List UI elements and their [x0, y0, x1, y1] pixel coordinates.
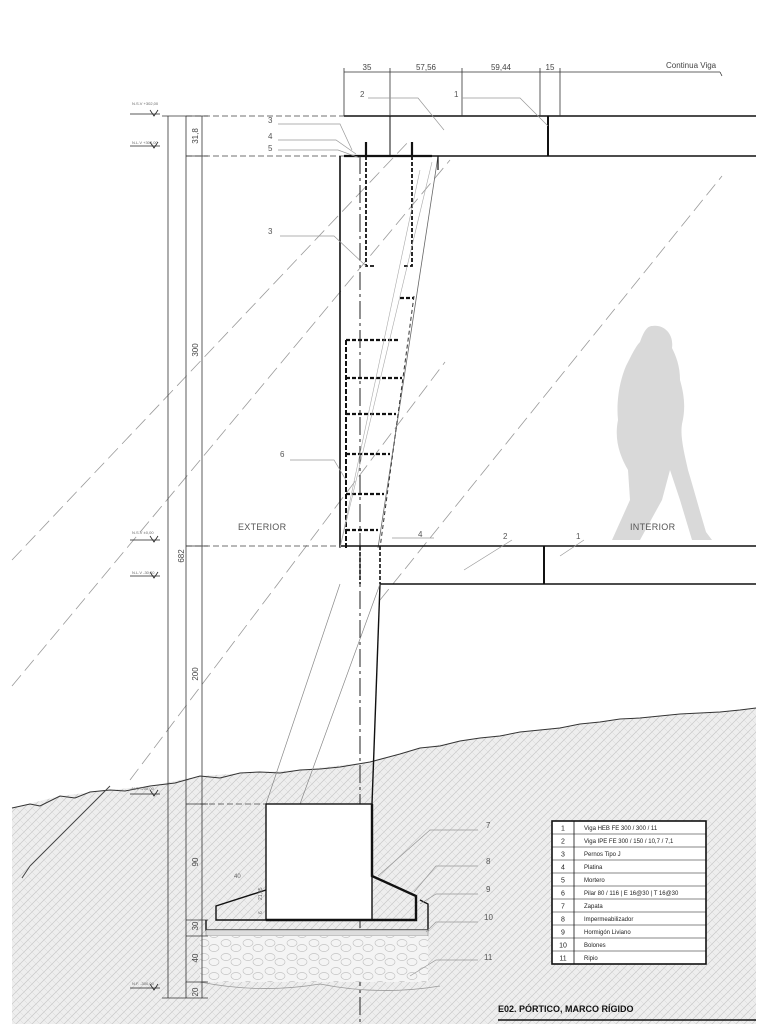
vdim-200: 200 — [191, 667, 200, 681]
upper-beam — [344, 115, 756, 157]
legend-item-number: 8 — [561, 917, 565, 924]
legend-item-number: 1 — [561, 826, 565, 833]
callout-mid-4: 4 — [418, 530, 423, 539]
legend-item-text: Viga HEB FE 300 / 300 / 11 — [584, 826, 658, 832]
callout-pilar-6: 6 — [280, 450, 285, 459]
callout-top-1: 1 — [454, 90, 459, 99]
person-silhouette — [612, 325, 712, 540]
level-markers — [130, 109, 160, 991]
level-nf: N.F. -300,00 — [132, 981, 155, 986]
legend-item-text: Ripio — [584, 956, 598, 962]
drawing-title: E02. PÓRTICO, MARCO RÍGIDO — [498, 1003, 634, 1014]
callout-bolts-3: 3 — [268, 227, 273, 236]
callout-7: 7 — [486, 821, 491, 830]
dim-15: 15 — [546, 63, 555, 72]
lower-beam — [340, 545, 756, 585]
legend-item-number: 5 — [561, 878, 565, 885]
vdim-20: 20 — [191, 987, 200, 996]
legend-item-text: Mortero — [584, 878, 605, 884]
level-nsv-mid: N.S.V ±0,00 — [132, 530, 154, 535]
footing-dim-21-95: 21,95 — [258, 887, 264, 900]
dim-35: 35 — [363, 63, 372, 72]
top-dimension-chain — [343, 68, 723, 116]
zone-interior: INTERIOR — [630, 522, 676, 532]
legend-item-text: Hormigón Liviano — [584, 930, 631, 936]
callout-8: 8 — [486, 857, 491, 866]
callout-left-3: 3 — [268, 116, 273, 125]
legend-item-number: 4 — [561, 865, 565, 872]
callout-left-4: 4 — [268, 132, 273, 141]
legend-item-text: Platina — [584, 865, 603, 871]
vdim-40: 40 — [191, 953, 200, 962]
vdim-31-8: 31,8 — [191, 128, 200, 144]
legend-item-number: 9 — [561, 930, 565, 937]
legend-item-text: Impermeabilizador — [584, 917, 633, 923]
dim-57-56: 57,56 — [416, 63, 437, 72]
level-nlv-top: N.L.V +302,00 — [132, 140, 158, 145]
legend-item-text: Pernos Tipo J — [584, 852, 621, 858]
continua-viga-label: Continua Viga — [666, 61, 717, 70]
diagonal-guides — [11, 139, 723, 781]
legend-item-number: 10 — [559, 943, 567, 950]
legend-item-number: 11 — [559, 956, 566, 963]
callout-9: 9 — [486, 885, 491, 894]
footing-dim-6: 6 — [258, 911, 264, 914]
callout-10: 10 — [484, 913, 493, 922]
callout-11: 11 — [484, 953, 493, 962]
legend-item-number: 3 — [561, 852, 565, 859]
callout-mid-1: 1 — [576, 532, 581, 541]
legend-item-number: 6 — [561, 891, 565, 898]
legend-item-text: Bolones — [584, 943, 606, 949]
vertical-dimension-chain — [162, 115, 208, 999]
level-lines-upper — [186, 115, 344, 157]
legend-item-number: 2 — [561, 839, 565, 846]
vdim-300: 300 — [191, 343, 200, 357]
callout-mid-2: 2 — [503, 532, 508, 541]
vdim-30: 30 — [191, 921, 200, 930]
footing-zapata — [199, 803, 441, 991]
legend-item-text: Viga IPE FE 300 / 150 / 10,7 / 7,1 — [584, 839, 674, 845]
callout-top-2: 2 — [360, 90, 365, 99]
dim-59-44: 59,44 — [491, 63, 512, 72]
vdim-90: 90 — [191, 857, 200, 866]
level-nlv-mid: N.L.V -30,00 — [132, 570, 155, 575]
level-nsv-top: N.S.V +302,00 — [132, 101, 159, 106]
legend-table: 1 Viga HEB FE 300 / 300 / 11 2 Viga IPE FE … — [551, 820, 707, 965]
zone-exterior: EXTERIOR — [238, 522, 287, 532]
legend-item-text: Pilar 80 / 116 | E 16@30 | T 16@30 — [584, 891, 679, 897]
callout-left-5: 5 — [268, 144, 273, 153]
legend-item-text: Zapata — [584, 904, 603, 910]
level-nt: N.T. -200,00 — [132, 786, 155, 791]
vdim-682: 682 — [177, 549, 186, 563]
callout-leaders — [278, 97, 585, 977]
legend-item-number: 7 — [561, 904, 565, 911]
lower-column — [265, 161, 433, 805]
footing-dim-40: 40 — [234, 874, 241, 880]
